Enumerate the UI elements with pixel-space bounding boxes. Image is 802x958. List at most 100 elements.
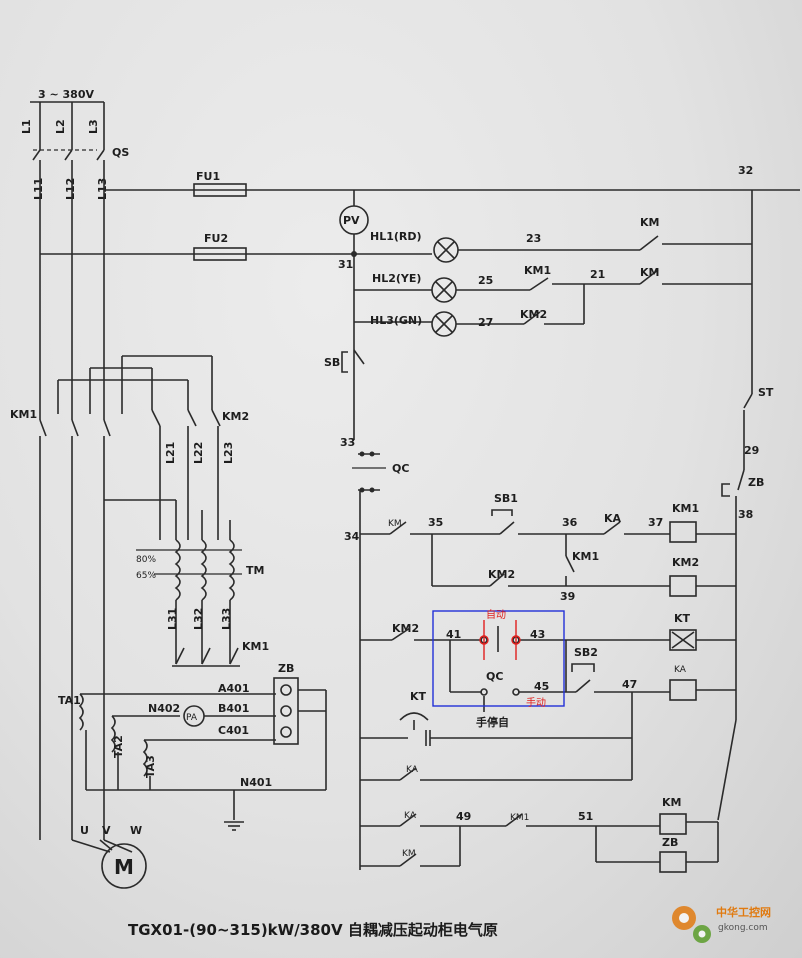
svg-text:KM1: KM1 — [672, 502, 699, 515]
node-38: 38 — [738, 508, 753, 521]
line-l13: L13 — [96, 178, 109, 200]
power-contactors: KM1 KM2 — [10, 355, 249, 840]
svg-text:TA2: TA2 — [112, 735, 125, 758]
rung-kt: KM2 41 43 KT — [360, 612, 736, 652]
manual-annotation: 手动 — [526, 696, 546, 709]
svg-text:23: 23 — [526, 232, 541, 245]
svg-text:KM: KM — [388, 519, 402, 529]
svg-text:中华工控网: 中华工控网 — [716, 905, 771, 919]
lamp-hl3: HL3(GN) 27 KM2 — [354, 284, 585, 337]
lamp-hl2: HL2(YE) 25 KM1 21 KM — [354, 264, 752, 303]
svg-text:KA: KA — [404, 811, 417, 821]
zb-switch-label: ZB — [748, 476, 764, 489]
qs-label: QS — [112, 146, 129, 159]
line-l12: L12 — [64, 178, 77, 200]
node-32: 32 — [738, 164, 753, 177]
node-31: 31 — [338, 258, 353, 271]
rung-ka-hold: KA — [360, 765, 632, 781]
svg-text:A401: A401 — [218, 682, 249, 695]
svg-text:L23: L23 — [222, 442, 235, 464]
svg-text:ZB: ZB — [278, 662, 294, 675]
svg-text:KM: KM — [402, 849, 416, 859]
svg-text:KM: KM — [640, 266, 659, 279]
rung-km2: KM2 KM1 39 KM2 — [431, 534, 736, 603]
fu1-label: FU1 — [196, 170, 220, 183]
rung-timer: KT — [360, 690, 633, 780]
svg-text:KA: KA — [674, 665, 687, 675]
svg-text:HL1(RD): HL1(RD) — [370, 230, 422, 243]
svg-text:HL2(YE): HL2(YE) — [372, 272, 421, 285]
svg-text:KM1: KM1 — [572, 550, 599, 563]
rung-ka: QC 手停自 45 SB2 47 KA — [449, 640, 736, 729]
lamp-hl1: HL1(RD) 23 KM — [370, 216, 752, 263]
svg-text:KM2: KM2 — [488, 568, 515, 581]
svg-text:W: W — [130, 824, 142, 837]
svg-text:L33: L33 — [220, 608, 233, 630]
node-34: 34 — [344, 530, 360, 543]
svg-text:手停自: 手停自 — [476, 715, 509, 729]
svg-text:C401: C401 — [218, 724, 249, 737]
svg-text:KM1: KM1 — [524, 264, 551, 277]
svg-text:KM2: KM2 — [392, 622, 419, 635]
svg-text:27: 27 — [478, 316, 493, 329]
sb-label: SB — [324, 356, 340, 369]
svg-text:HL3(GN): HL3(GN) — [370, 314, 422, 327]
tap-65: 65% — [136, 571, 156, 581]
phase-labels: L1 L2 L3 — [20, 119, 100, 134]
svg-text:51: 51 — [578, 810, 593, 823]
current-transformers: TA1 TA2 TA3 N402 PA N401 — [58, 693, 326, 831]
svg-text:SB1: SB1 — [494, 492, 518, 505]
svg-text:TM: TM — [246, 564, 264, 577]
tap-80: 80% — [136, 555, 156, 565]
svg-text:47: 47 — [622, 678, 637, 691]
motor: U V W M — [71, 824, 147, 889]
svg-text:43: 43 — [530, 628, 545, 641]
svg-text:45: 45 — [534, 680, 549, 693]
svg-text:KA: KA — [604, 512, 622, 525]
fuse-fu1 — [193, 183, 247, 197]
svg-text:41: 41 — [446, 628, 461, 641]
diagram-title: TGX01-(90~315)kW/380V 自耦减压起动柜电气原 — [128, 921, 498, 939]
zb-terminal-block: ZB A401 B401 C401 — [218, 662, 327, 790]
svg-text:KT: KT — [410, 690, 427, 703]
svg-text:L22: L22 — [192, 442, 205, 464]
svg-text:TA3: TA3 — [144, 755, 157, 778]
svg-text:KM: KM — [640, 216, 659, 229]
svg-text:KM2: KM2 — [672, 556, 699, 569]
auto-annotation: 自动 — [486, 608, 506, 621]
svg-text:KM2: KM2 — [520, 308, 547, 321]
svg-text:gkong.com: gkong.com — [718, 923, 768, 933]
motor-label: M — [114, 855, 134, 879]
svg-text:SB2: SB2 — [574, 646, 598, 659]
svg-text:PV: PV — [343, 214, 360, 227]
svg-text:L31: L31 — [166, 608, 179, 630]
rung-km1: KM 35 SB1 36 KA 37 KM1 — [360, 492, 736, 543]
svg-text:35: 35 — [428, 516, 443, 529]
line-labels: L11 L12 L13 — [32, 178, 109, 200]
rung-km: KA 49 KM1 51 KM KM ZB — [360, 796, 719, 873]
svg-text:QC: QC — [486, 670, 503, 683]
svg-text:25: 25 — [478, 274, 493, 287]
svg-text:KM1: KM1 — [10, 408, 37, 421]
svg-text:TA1: TA1 — [58, 694, 81, 707]
line-l11: L11 — [32, 178, 45, 200]
svg-text:L32: L32 — [192, 608, 205, 630]
qc-top-label: QC — [392, 462, 409, 475]
gkong-watermark-logo: 中华工控网 gkong.com — [672, 905, 771, 943]
fuse-fu2 — [193, 247, 247, 261]
autotransformer-tm: 80% 65% TM L31 L32 L33 KM1 — [104, 499, 269, 667]
node-33: 33 — [340, 436, 355, 449]
node-29: 29 — [744, 444, 759, 457]
svg-text:49: 49 — [456, 810, 471, 823]
annotation-box — [432, 610, 565, 707]
svg-text:N402: N402 — [148, 702, 180, 715]
fu2-label: FU2 — [204, 232, 228, 245]
svg-text:KM: KM — [662, 796, 681, 809]
st-label: ST — [758, 386, 774, 399]
svg-text:PA: PA — [186, 713, 198, 723]
svg-text:B401: B401 — [218, 702, 249, 715]
supply-label: 3 ~ 380V — [38, 88, 94, 101]
svg-text:21: 21 — [590, 268, 605, 281]
svg-text:N401: N401 — [240, 776, 272, 789]
phase-l1: L1 — [20, 119, 33, 134]
